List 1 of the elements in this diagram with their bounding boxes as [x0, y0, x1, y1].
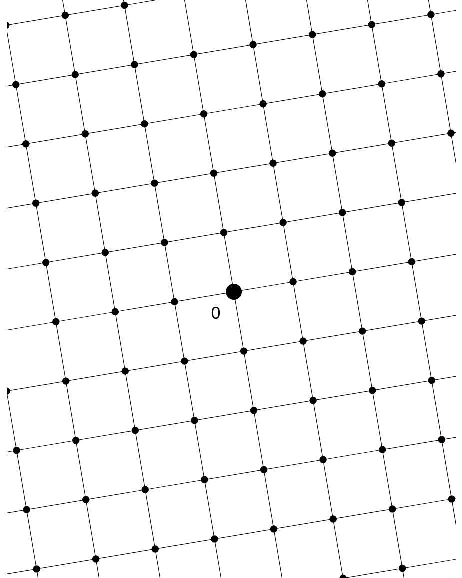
- origin-label: 0: [212, 306, 220, 320]
